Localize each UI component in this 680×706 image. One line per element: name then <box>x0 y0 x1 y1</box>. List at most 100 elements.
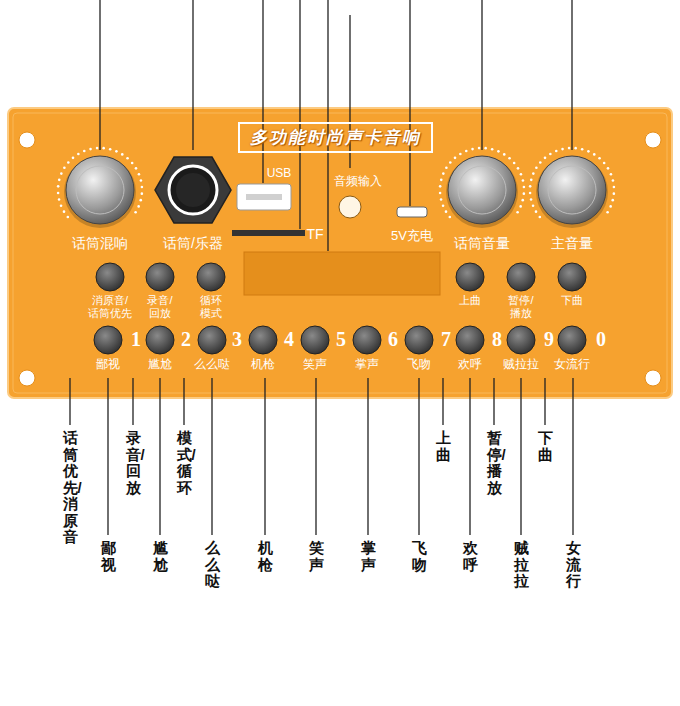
scale-dot <box>121 153 124 156</box>
button-label: 消原音/ 话筒优先 <box>88 294 132 319</box>
scale-dot <box>523 192 526 195</box>
leader-line <box>69 378 70 425</box>
key-number: 7 <box>441 328 451 351</box>
button-label: 尴尬 <box>148 358 172 372</box>
scale-dot <box>478 147 481 150</box>
scale-dot <box>519 205 522 208</box>
button-label: 鄙视 <box>96 358 120 372</box>
scale-dot <box>503 153 506 156</box>
push-button <box>507 326 535 354</box>
knob-label: 话筒音量 <box>454 235 510 253</box>
callout-label: 笑声 <box>309 540 324 573</box>
leader-line <box>315 378 316 535</box>
scale-dot <box>57 192 60 195</box>
scale-dot <box>439 192 442 195</box>
leader-line <box>132 378 133 425</box>
callout-label: 鄙视 <box>101 540 116 573</box>
display-window <box>244 252 440 295</box>
scale-dot <box>58 198 61 201</box>
scale-dot <box>83 150 86 153</box>
scale-dot <box>535 166 538 169</box>
leader-line <box>481 0 482 150</box>
panel-inner-edge <box>13 113 667 393</box>
scale-dot <box>96 147 99 150</box>
panel-title: 多功能时尚声卡音响 <box>238 122 433 153</box>
scale-dot <box>67 216 70 219</box>
push-button <box>558 326 586 354</box>
leader-line <box>211 378 212 535</box>
button-label: 飞吻 <box>407 358 431 372</box>
scale-dot <box>593 153 596 156</box>
button-label: 掌声 <box>355 358 379 372</box>
key-number: 0 <box>596 328 606 351</box>
jack-hole <box>176 173 210 207</box>
scale-dot <box>539 216 542 219</box>
scale-dot <box>529 185 532 188</box>
leader-line <box>520 378 521 535</box>
scale-dot <box>58 179 61 182</box>
jack-ring <box>169 166 217 214</box>
leader-line <box>299 0 300 229</box>
key-number: 3 <box>232 328 242 351</box>
mounting-hole <box>19 132 35 148</box>
push-button <box>197 263 225 291</box>
scale-dot <box>63 166 66 169</box>
mounting-hole <box>645 370 661 386</box>
scale-dot <box>137 205 140 208</box>
button-label: 机枪 <box>251 358 275 372</box>
callout-label: 飞吻 <box>412 540 427 573</box>
key-number: 2 <box>181 328 191 351</box>
mounting-hole <box>19 370 35 386</box>
audio-jack <box>339 196 361 218</box>
leader-line <box>107 378 108 535</box>
leader-line <box>493 378 494 425</box>
scale-dot <box>449 161 452 164</box>
callout-label: 上曲 <box>436 430 451 463</box>
scale-dot <box>126 157 129 160</box>
button-label: 么么哒 <box>194 358 230 372</box>
scale-dot <box>491 148 494 151</box>
push-button <box>249 326 277 354</box>
key-number: 9 <box>544 328 554 351</box>
leader-line <box>183 378 184 425</box>
scale-dot <box>568 147 571 150</box>
scale-dot <box>587 150 590 153</box>
button-label: 循环 模式 <box>200 294 222 319</box>
scale-dot <box>77 153 80 156</box>
scale-dot <box>454 157 457 160</box>
leader-line <box>442 378 443 425</box>
scale-dot <box>141 192 144 195</box>
scale-dot <box>72 157 75 160</box>
scale-dot <box>449 216 452 219</box>
scale-dot <box>484 147 487 150</box>
scale-dot <box>523 186 526 189</box>
scale-dot <box>561 148 564 151</box>
scale-dot <box>513 162 516 165</box>
mounting-hole <box>645 132 661 148</box>
scale-dot <box>459 153 462 156</box>
leader-line <box>99 0 100 150</box>
leader-line <box>264 378 265 535</box>
scale-dot <box>529 192 532 195</box>
scale-dot <box>471 148 474 151</box>
push-button <box>198 326 226 354</box>
scale-dot <box>606 211 609 214</box>
scale-dot <box>440 179 443 182</box>
callout-label: 录音/回放 <box>126 430 141 496</box>
key-number: 4 <box>284 328 294 351</box>
knob-body <box>448 156 516 224</box>
push-button <box>405 326 433 354</box>
scale-dot <box>140 179 143 182</box>
scale-dot <box>141 186 144 189</box>
key-number: 5 <box>336 328 346 351</box>
push-button <box>353 326 381 354</box>
scale-dot <box>520 173 523 176</box>
scale-dot <box>102 147 105 150</box>
key-number: 6 <box>388 328 398 351</box>
scale-dot <box>60 172 63 175</box>
scale-dot <box>581 148 584 151</box>
port-label: USB <box>267 166 292 180</box>
scale-dot <box>607 167 610 170</box>
knob-body <box>66 156 134 224</box>
button-label: 贼拉拉 <box>503 358 539 372</box>
